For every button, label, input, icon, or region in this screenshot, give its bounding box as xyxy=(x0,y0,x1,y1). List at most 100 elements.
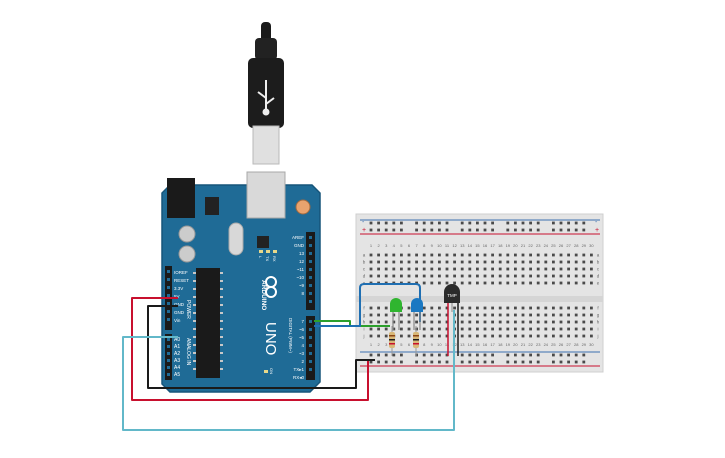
breadboard-hole[interactable] xyxy=(384,353,388,357)
breadboard-hole[interactable] xyxy=(544,327,548,331)
breadboard-hole[interactable] xyxy=(468,281,472,285)
breadboard-hole[interactable] xyxy=(521,334,525,338)
breadboard-hole[interactable] xyxy=(529,313,532,317)
breadboard-hole[interactable] xyxy=(506,228,510,232)
breadboard-hole[interactable] xyxy=(392,320,396,324)
breadboard-hole[interactable] xyxy=(491,228,494,232)
breadboard-hole[interactable] xyxy=(582,320,586,324)
breadboard-hole[interactable] xyxy=(514,281,517,285)
breadboard-hole[interactable] xyxy=(514,334,517,338)
breadboard-hole[interactable] xyxy=(552,260,555,264)
breadboard-hole[interactable] xyxy=(506,327,510,331)
breadboard-hole[interactable] xyxy=(476,313,479,317)
breadboard-hole[interactable] xyxy=(559,306,563,310)
breadboard-hole[interactable] xyxy=(483,313,487,317)
breadboard-hole[interactable] xyxy=(483,253,487,257)
breadboard-hole[interactable] xyxy=(590,260,593,264)
breadboard-hole[interactable] xyxy=(582,306,586,310)
breadboard-hole[interactable] xyxy=(468,360,472,364)
breadboard-hole[interactable] xyxy=(415,267,418,271)
breadboard-hole[interactable] xyxy=(544,274,548,278)
breadboard-hole[interactable] xyxy=(567,320,570,324)
breadboard-hole[interactable] xyxy=(407,274,411,278)
breadboard-hole[interactable] xyxy=(377,360,380,364)
breadboard-hole[interactable] xyxy=(476,320,479,324)
breadboard-hole[interactable] xyxy=(400,360,403,364)
breadboard-hole[interactable] xyxy=(590,313,593,317)
breadboard-hole[interactable] xyxy=(407,253,411,257)
breadboard-hole[interactable] xyxy=(536,334,540,338)
breadboard-hole[interactable] xyxy=(514,360,517,364)
breadboard-hole[interactable] xyxy=(498,320,502,324)
breadboard-hole[interactable] xyxy=(430,360,434,364)
breadboard-hole[interactable] xyxy=(574,221,578,225)
breadboard-hole[interactable] xyxy=(453,274,456,278)
breadboard-hole[interactable] xyxy=(476,334,479,338)
breadboard-hole[interactable] xyxy=(415,353,418,357)
breadboard-hole[interactable] xyxy=(445,228,449,232)
breadboard-hole[interactable] xyxy=(377,306,380,310)
wire-pin7[interactable] xyxy=(314,320,390,327)
breadboard-hole[interactable] xyxy=(552,281,555,285)
breadboard-hole[interactable] xyxy=(544,281,548,285)
breadboard-hole[interactable] xyxy=(430,353,434,357)
breadboard-hole[interactable] xyxy=(552,313,555,317)
breadboard-hole[interactable] xyxy=(514,253,517,257)
breadboard-hole[interactable] xyxy=(521,353,525,357)
breadboard-hole[interactable] xyxy=(552,334,555,338)
breadboard-hole[interactable] xyxy=(460,306,464,310)
breadboard-hole[interactable] xyxy=(498,253,502,257)
breadboard-hole[interactable] xyxy=(582,274,586,278)
breadboard-hole[interactable] xyxy=(384,267,388,271)
breadboard-hole[interactable] xyxy=(491,267,494,271)
breadboard-hole[interactable] xyxy=(407,306,411,310)
breadboard-hole[interactable] xyxy=(483,260,487,264)
breadboard-hole[interactable] xyxy=(574,353,578,357)
breadboard-hole[interactable] xyxy=(514,228,517,232)
breadboard-hole[interactable] xyxy=(567,267,570,271)
breadboard-hole[interactable] xyxy=(567,260,570,264)
breadboard-hole[interactable] xyxy=(529,267,532,271)
breadboard-hole[interactable] xyxy=(590,334,593,338)
breadboard-hole[interactable] xyxy=(476,281,479,285)
breadboard-hole[interactable] xyxy=(491,334,494,338)
breadboard-hole[interactable] xyxy=(369,228,373,232)
breadboard-hole[interactable] xyxy=(529,228,532,232)
breadboard-hole[interactable] xyxy=(468,228,472,232)
breadboard-hole[interactable] xyxy=(498,313,502,317)
breadboard-hole[interactable] xyxy=(529,320,532,324)
breadboard-hole[interactable] xyxy=(438,221,441,225)
arduino-board[interactable]: IOREF RESET 3.3V 5V GND GND Vin A0 A1 A2… xyxy=(161,171,321,393)
breadboard-hole[interactable] xyxy=(536,221,540,225)
breadboard-hole[interactable] xyxy=(476,260,479,264)
breadboard-hole[interactable] xyxy=(476,253,479,257)
breadboard-hole[interactable] xyxy=(453,306,456,310)
breadboard-hole[interactable] xyxy=(430,320,434,324)
breadboard-hole[interactable] xyxy=(369,353,373,357)
breadboard-hole[interactable] xyxy=(559,281,563,285)
breadboard-hole[interactable] xyxy=(400,334,403,338)
breadboard-hole[interactable] xyxy=(430,267,434,271)
breadboard-hole[interactable] xyxy=(384,221,388,225)
breadboard-hole[interactable] xyxy=(506,267,510,271)
breadboard-hole[interactable] xyxy=(377,221,380,225)
breadboard-hole[interactable] xyxy=(369,267,373,271)
breadboard-hole[interactable] xyxy=(559,260,563,264)
breadboard-hole[interactable] xyxy=(483,360,487,364)
breadboard-hole[interactable] xyxy=(590,267,593,271)
breadboard-hole[interactable] xyxy=(483,281,487,285)
breadboard-hole[interactable] xyxy=(514,306,517,310)
breadboard-hole[interactable] xyxy=(582,228,586,232)
breadboard-hole[interactable] xyxy=(460,221,464,225)
breadboard-hole[interactable] xyxy=(445,353,449,357)
breadboard-hole[interactable] xyxy=(415,274,418,278)
breadboard-hole[interactable] xyxy=(460,281,464,285)
breadboard-hole[interactable] xyxy=(392,253,396,257)
breadboard-hole[interactable] xyxy=(438,267,441,271)
breadboard-hole[interactable] xyxy=(445,267,449,271)
breadboard-hole[interactable] xyxy=(460,360,464,364)
breadboard-hole[interactable] xyxy=(483,267,487,271)
breadboard-hole[interactable] xyxy=(514,260,517,264)
breadboard-hole[interactable] xyxy=(483,327,487,331)
breadboard-hole[interactable] xyxy=(498,327,502,331)
